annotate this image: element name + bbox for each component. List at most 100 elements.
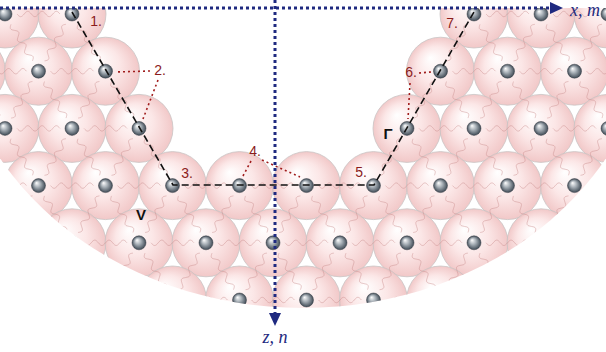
bond-spring [486, 240, 529, 245]
bond-spring [486, 11, 529, 16]
bond-spring [279, 196, 300, 233]
atom-core [233, 293, 247, 307]
bond-spring [84, 126, 127, 131]
point-number: 3. [181, 166, 193, 181]
atom-sphere [440, 94, 508, 162]
bond-spring [447, 253, 468, 290]
bond-spring [17, 240, 60, 245]
atom-sphere [72, 152, 140, 220]
atom-sphere [172, 323, 240, 352]
bond-spring [0, 68, 26, 73]
atom-sphere [574, 209, 606, 277]
point-number: 6. [405, 65, 417, 80]
bond-spring [447, 139, 468, 176]
bond-spring [51, 68, 94, 73]
axis-arrowhead [550, 2, 563, 14]
atom-core [65, 121, 79, 135]
bond-spring [379, 196, 402, 233]
bond-spring [10, 24, 33, 61]
bond-spring [386, 183, 429, 188]
bond-spring [520, 68, 563, 73]
atom-core [400, 350, 414, 352]
atom-core [601, 350, 606, 352]
bond-spring [587, 183, 606, 188]
bond-spring [11, 310, 32, 347]
bond-spring [513, 81, 536, 118]
atom-sphere [541, 152, 606, 220]
bond-spring [480, 310, 501, 347]
atom-sphere [105, 94, 173, 162]
atom-core [601, 7, 606, 21]
atom-core [601, 121, 606, 135]
atom-core [501, 64, 515, 78]
bond-spring [84, 240, 127, 245]
atom-sphere [474, 37, 542, 105]
bond-spring [480, 196, 501, 233]
bond-spring [178, 310, 201, 347]
atom-core [65, 350, 79, 352]
atom-core [467, 350, 481, 352]
bond-spring [77, 253, 100, 290]
bond-spring [313, 253, 334, 290]
leader-line [419, 72, 431, 73]
atom-core [534, 121, 548, 135]
bond-spring [17, 11, 60, 16]
bond-spring [319, 297, 362, 302]
bond-spring [520, 297, 563, 302]
bond-spring [479, 24, 502, 61]
bond-spring [520, 183, 563, 188]
bond-spring [285, 240, 328, 245]
atom-core [132, 350, 146, 352]
bond-spring [413, 196, 434, 233]
bond-spring [546, 24, 569, 61]
bond-spring [145, 310, 166, 347]
bond-spring [412, 139, 435, 176]
bond-spring [352, 240, 395, 245]
atom-sphere [239, 323, 307, 352]
atom-sphere [373, 323, 441, 352]
bond-spring [453, 68, 496, 73]
bond-spring [412, 253, 435, 290]
atom-core [99, 179, 113, 193]
bond-spring [44, 81, 67, 118]
bond-spring [45, 139, 66, 176]
atom-core [0, 236, 12, 250]
dashed-contour [72, 12, 474, 185]
bond-spring [547, 196, 568, 233]
atom-sphere [139, 266, 207, 334]
atom-core [132, 236, 146, 250]
bond-spring [587, 68, 606, 73]
atom-sphere [38, 209, 106, 277]
atom-sphere [440, 209, 508, 277]
atom-sphere [541, 266, 606, 334]
atom-sphere [239, 209, 307, 277]
point-number: 2. [154, 63, 166, 78]
bond-spring [419, 240, 462, 245]
atom-sphere [5, 152, 73, 220]
leader-line [262, 160, 300, 177]
bond-spring [10, 139, 33, 176]
leader-line [115, 71, 150, 72]
bond-spring [118, 297, 161, 302]
atom-core [534, 350, 548, 352]
region-label: Γ [383, 126, 392, 143]
atom-sphere [206, 266, 274, 334]
bond-spring [111, 310, 134, 347]
bond-spring [547, 81, 568, 118]
atom-core [601, 236, 606, 250]
atom-sphere [172, 209, 240, 277]
atom-core [367, 293, 381, 307]
bond-spring [0, 297, 26, 302]
bond-spring [17, 126, 60, 131]
bond-spring [513, 310, 536, 347]
bond-spring [151, 240, 194, 245]
bond-spring [446, 196, 469, 233]
point-number: 4. [249, 144, 261, 159]
atom-sphere [507, 323, 575, 352]
leader-line [408, 83, 410, 119]
bond-spring [252, 297, 295, 302]
bond-spring [11, 81, 32, 118]
bond-spring [144, 253, 167, 290]
atom-core [501, 293, 515, 307]
atom-sphere [38, 323, 106, 352]
